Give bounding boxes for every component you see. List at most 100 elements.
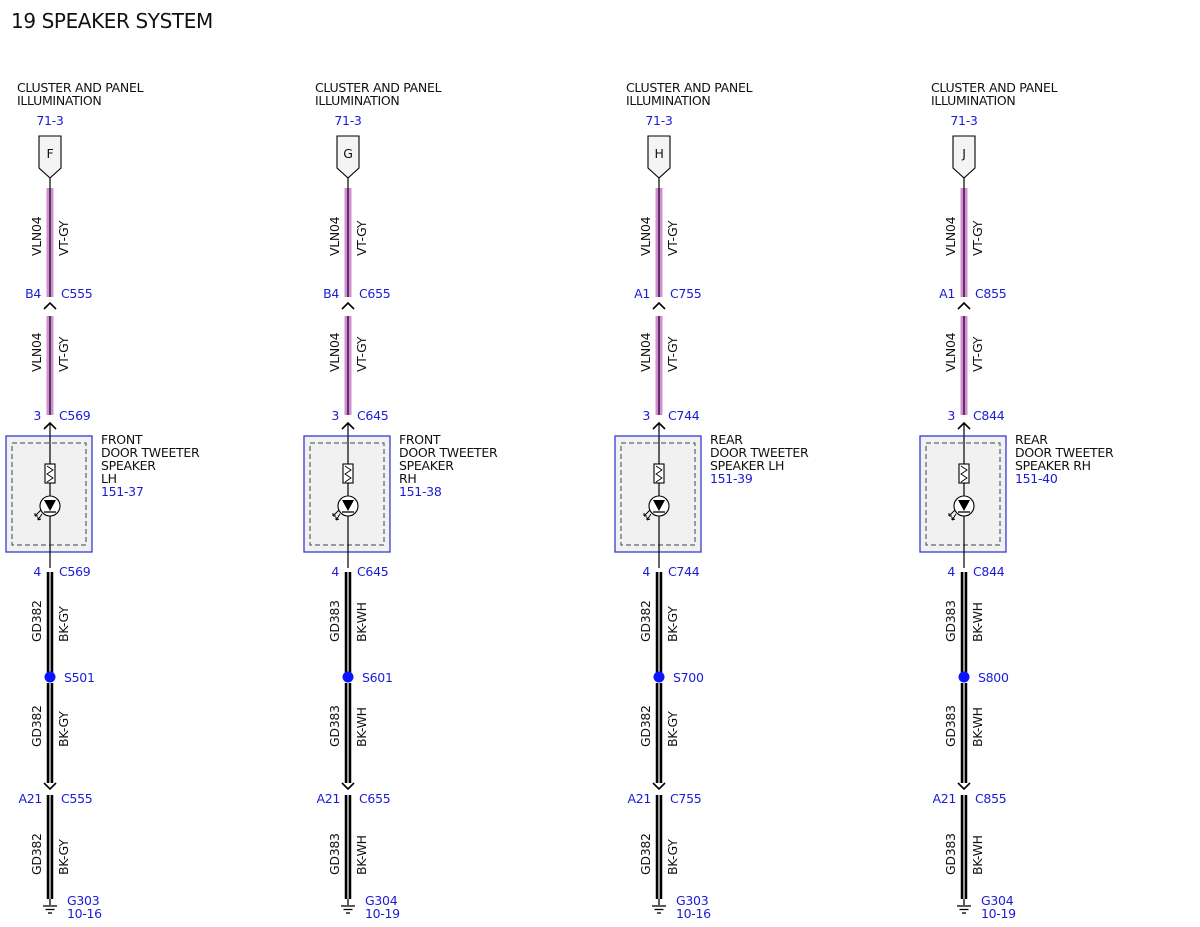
component-ref: 151-40 xyxy=(1015,471,1058,486)
ground-label: G303 xyxy=(67,893,99,908)
tweeter-speaker-component xyxy=(614,435,702,553)
wire-circuit-label: VLN04 xyxy=(29,216,44,256)
connector-chevron xyxy=(652,782,666,791)
light-arrow-icon xyxy=(643,509,651,517)
connector-chevron xyxy=(652,301,666,310)
connector-pin: A21 xyxy=(932,791,956,806)
wire-circuit-label: GD382 xyxy=(638,833,653,875)
component-label: FRONT xyxy=(399,432,441,447)
ground-ref: 10-16 xyxy=(67,906,102,921)
splice-label: S501 xyxy=(64,670,95,685)
connector-name: C555 xyxy=(61,286,92,301)
wire-circuit-label: GD382 xyxy=(29,833,44,875)
wire-color-label: VT-GY xyxy=(354,336,369,372)
connector-name: C645 xyxy=(357,408,388,423)
resistor-zigzag xyxy=(46,465,54,483)
wire-circuit-label: VLN04 xyxy=(943,332,958,372)
page-title: 19 SPEAKER SYSTEM xyxy=(11,9,213,33)
connector-name: C569 xyxy=(59,408,91,423)
wire-circuit-label: GD383 xyxy=(327,833,342,875)
source-connector xyxy=(336,135,360,179)
connector-chevron xyxy=(957,782,971,791)
wire-circuit-label: GD383 xyxy=(943,833,958,875)
component-label: REAR xyxy=(1015,432,1048,447)
wire-color-label: BK-GY xyxy=(56,839,71,875)
splice-label: S800 xyxy=(978,670,1009,685)
light-arrow-icon xyxy=(646,513,652,521)
connector-pin: A21 xyxy=(627,791,651,806)
source-label: CLUSTER AND PANEL xyxy=(315,80,442,95)
wire-circuit-label: GD382 xyxy=(29,600,44,642)
wire-color-label: BK-GY xyxy=(665,711,680,747)
connector-pin: 4 xyxy=(642,564,650,579)
connector-letter: G xyxy=(343,146,352,161)
diode-triangle xyxy=(653,500,665,511)
source-label: ILLUMINATION xyxy=(17,93,101,108)
connector-pin: 4 xyxy=(947,564,955,579)
tweeter-speaker-component xyxy=(303,435,391,553)
component-label: SPEAKER LH xyxy=(710,458,784,473)
component-label: SPEAKER xyxy=(399,458,454,473)
connector-name: C555 xyxy=(61,791,92,806)
resistor-zigzag xyxy=(655,465,663,483)
wire-color-label: BK-WH xyxy=(970,602,985,642)
connector-chevron xyxy=(652,421,666,430)
source-label: ILLUMINATION xyxy=(315,93,399,108)
wire-circuit-label: VLN04 xyxy=(327,216,342,256)
ground-ref: 10-16 xyxy=(676,906,711,921)
connector-letter: H xyxy=(654,146,663,161)
component-label: DOOR TWEETER xyxy=(1015,445,1114,460)
wire-color-label: BK-GY xyxy=(665,839,680,875)
source-ref: 71-3 xyxy=(36,113,63,128)
tweeter-speaker-component xyxy=(5,435,93,553)
wire-circuit-label: VLN04 xyxy=(943,216,958,256)
wire-circuit-label: VLN04 xyxy=(638,332,653,372)
splice-dot xyxy=(653,671,665,683)
wire-color-label: VT-GY xyxy=(665,336,680,372)
connector-name: C655 xyxy=(359,286,390,301)
component-label: RH xyxy=(399,471,417,486)
wire-color-label: BK-GY xyxy=(56,606,71,642)
component-internal-boundary xyxy=(620,442,696,546)
wire-color-label: VT-GY xyxy=(970,336,985,372)
source-label: ILLUMINATION xyxy=(931,93,1015,108)
wire-circuit-label: VLN04 xyxy=(29,332,44,372)
connector-name: C855 xyxy=(975,286,1006,301)
ground-label: G304 xyxy=(981,893,1014,908)
source-ref: 71-3 xyxy=(950,113,977,128)
component-internal-boundary xyxy=(11,442,87,546)
wire-circuit-label: GD383 xyxy=(327,705,342,747)
source-label: CLUSTER AND PANEL xyxy=(931,80,1058,95)
wire-color-label: BK-WH xyxy=(354,707,369,747)
connector-letter: J xyxy=(961,146,965,161)
connector-name: C569 xyxy=(59,564,91,579)
connector-pin: A1 xyxy=(939,286,955,301)
connector-name: C655 xyxy=(359,791,390,806)
wire-circuit-label: GD382 xyxy=(29,705,44,747)
connector-pin: B4 xyxy=(323,286,339,301)
component-internal-boundary xyxy=(309,442,385,546)
component-label: LH xyxy=(101,471,117,486)
source-connector xyxy=(38,135,62,179)
connector-chevron xyxy=(43,301,57,310)
wire-circuit-label: GD383 xyxy=(943,705,958,747)
splice-dot xyxy=(44,671,56,683)
connector-pin: A21 xyxy=(18,791,42,806)
resistor-icon xyxy=(653,463,665,484)
wire-color-label: VT-GY xyxy=(970,220,985,256)
connector-name: C744 xyxy=(668,408,700,423)
ground-ref: 10-19 xyxy=(981,906,1016,921)
connector-chevron xyxy=(957,301,971,310)
wire-circuit-label: GD382 xyxy=(638,600,653,642)
splice-dot xyxy=(342,671,354,683)
source-connector xyxy=(647,135,671,179)
wire-color-label: BK-WH xyxy=(354,602,369,642)
component-label: FRONT xyxy=(101,432,143,447)
wire-color-label: BK-WH xyxy=(354,835,369,875)
connector-chevron xyxy=(341,782,355,791)
component-label: REAR xyxy=(710,432,743,447)
component-label: DOOR TWEETER xyxy=(710,445,809,460)
wire-circuit-label: VLN04 xyxy=(638,216,653,256)
